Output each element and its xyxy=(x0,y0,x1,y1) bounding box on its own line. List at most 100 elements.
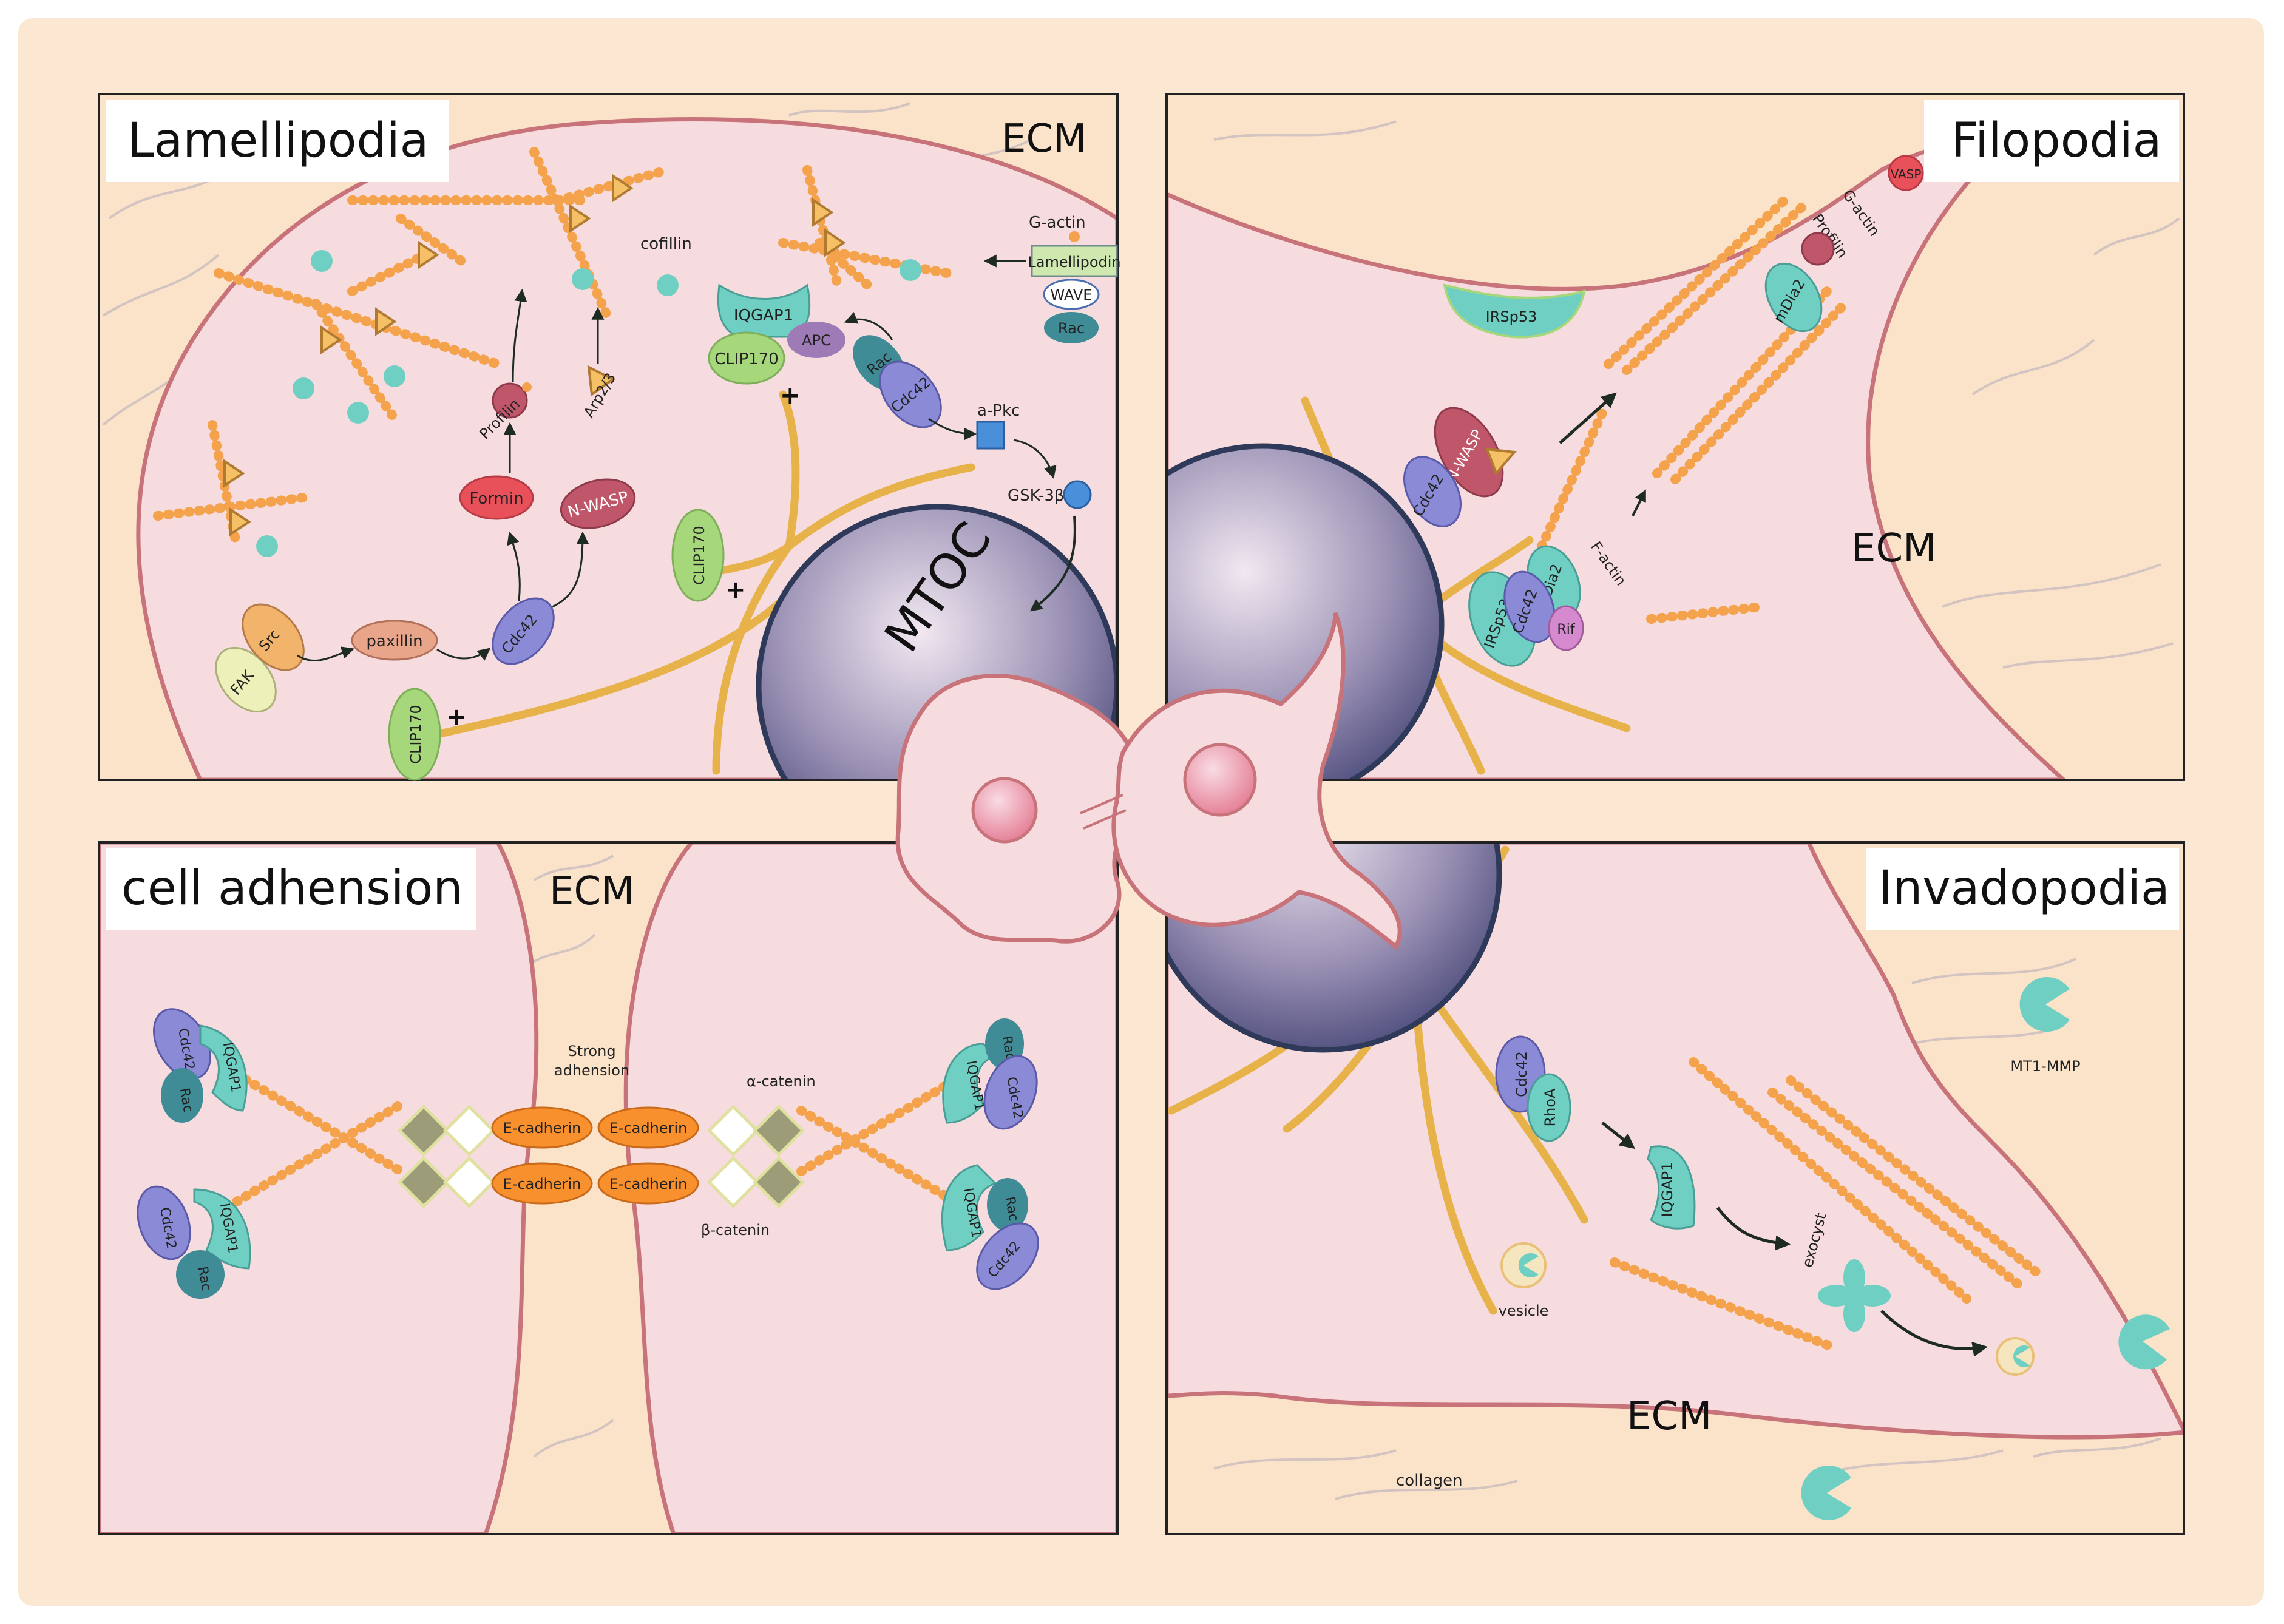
e-cadherin-3-label: E-cadherin xyxy=(503,1176,581,1193)
arrow-cdc42-to-apkc xyxy=(928,418,977,441)
gsk3b-label: GSK-3β xyxy=(1008,487,1065,505)
arrow-rac-to-apc xyxy=(844,312,893,340)
arrow-iqgap1-to-exocyst xyxy=(1716,1206,1791,1251)
src-protein xyxy=(242,603,305,671)
center-migrating-cells xyxy=(895,612,1402,950)
fak-protein xyxy=(215,646,277,713)
vasp-protein xyxy=(1888,155,1924,191)
mt1-mmp-secreted-1 xyxy=(2118,1314,2170,1370)
parallel-actin-bundles xyxy=(1537,195,1850,624)
profilin-g-actin xyxy=(522,382,532,392)
cofilin-dots xyxy=(256,250,921,557)
arrow-exocyst-to-membrane xyxy=(1880,1310,1988,1357)
cdc42-b-protein xyxy=(1503,570,1556,643)
vasp-label: VASP xyxy=(1891,167,1922,181)
adherens-junction: E-cadherin E-cadherin E-cadherin E-cadhe… xyxy=(397,1104,805,1209)
filopodia-title: Filopodia xyxy=(1951,113,2161,168)
rhoa-protein xyxy=(1527,1073,1571,1142)
filopodia-title-box xyxy=(1924,100,2179,182)
alpha-catenin-left-bot xyxy=(397,1155,450,1209)
cdc42-a-protein xyxy=(1403,456,1462,527)
clip170-top-label: CLIP170 xyxy=(714,350,779,368)
plus-end-left: + xyxy=(725,576,746,604)
profilin-filopodia xyxy=(1801,232,1835,266)
ecm-label-lamellipodia: ECM xyxy=(1001,117,1086,161)
formin-label: Formin xyxy=(469,490,523,508)
lamellipodia-panel: Lamellipodia ECM xyxy=(98,93,1121,781)
ecm-label-filopodia: ECM xyxy=(1851,526,1936,571)
irsp53-top-protein xyxy=(1443,283,1586,339)
alpha-catenin-right-bot xyxy=(752,1155,805,1209)
arrow-gsk3b-to-mtoc xyxy=(1029,515,1076,612)
plus-end-bottom: + xyxy=(446,703,467,731)
wave-protein xyxy=(1043,279,1100,310)
rac-top-protein xyxy=(1044,312,1099,343)
clip170-left-label: CLIP170 xyxy=(691,526,708,585)
arrow-paxillin-to-cdc42 xyxy=(436,648,491,661)
ecm-label-invadopodia: ECM xyxy=(1627,1394,1712,1439)
e-cadherin-2 xyxy=(597,1106,699,1149)
apc-label: APC xyxy=(802,332,831,349)
beta-catenin-right-top xyxy=(707,1104,760,1157)
arp23-triangles xyxy=(223,174,846,536)
iqgap1-label: IQGAP1 xyxy=(734,306,793,325)
iqgap1-invado-label: IQGAP1 xyxy=(1659,1162,1676,1217)
cortical-actin xyxy=(232,1069,970,1213)
alpha-catenin-label: α-catenin xyxy=(747,1073,816,1090)
clip170-bottom-label: CLIP170 xyxy=(407,705,424,764)
iqgap1-complex-left-top: Cdc42 IQGAP1 Rac xyxy=(153,1008,248,1123)
mt1-mmp-label: MT1-MMP xyxy=(2010,1058,2080,1075)
iqgap1-protein xyxy=(717,283,811,338)
arp23-free xyxy=(587,365,615,397)
beta-catenin-right-bot xyxy=(707,1155,760,1209)
rac-top-label: Rac xyxy=(1058,320,1085,337)
arrow-apkc-to-gsk3b xyxy=(1013,439,1057,479)
ecm-fibers xyxy=(1213,120,2180,669)
center-cell-left-nucleus xyxy=(971,777,1038,844)
arrow-rhoa-to-iqgap1 xyxy=(1601,1122,1635,1149)
right-cell xyxy=(623,842,1117,1534)
cdc42-invado-label: Cdc42 xyxy=(1513,1051,1530,1097)
contact-marks xyxy=(1080,794,1127,830)
adhension-label: adhension xyxy=(554,1062,629,1079)
lamellipodia-title: Lamellipodia xyxy=(127,113,429,168)
exocyst-complex xyxy=(1818,1259,1891,1332)
paxillin-protein xyxy=(351,620,438,661)
arrow-src-to-paxillin xyxy=(297,646,354,661)
center-cell-right xyxy=(1111,612,1402,950)
beta-catenin-left-top xyxy=(442,1104,496,1157)
cell-adhesion-panel: cell adhension ECM Strong adhension α-ca… xyxy=(98,841,1119,1535)
vesicle-label: vesicle xyxy=(1499,1302,1549,1319)
lamellipodin-label: Lamellipodin xyxy=(1028,254,1120,271)
clip170-top-protein xyxy=(708,331,785,385)
e-cadherin-1-label: E-cadherin xyxy=(503,1120,581,1137)
iqgap1-complex-right-bot: IQGAP1 Rac Cdc42 xyxy=(941,1164,1039,1290)
arrow-to-filopodium-tip xyxy=(1559,392,1617,444)
apkc-kinase xyxy=(976,421,1005,450)
mt1-mmp-secreted-2 xyxy=(1801,1466,1851,1521)
g-actin-label: G-actin xyxy=(1029,214,1086,232)
rhoa-label: RhoA xyxy=(1542,1088,1559,1127)
nwasp-filopodia xyxy=(1434,407,1504,498)
arrow-cdc42-to-nwasp xyxy=(552,531,589,608)
strong-label: Strong xyxy=(568,1043,615,1060)
lamellipodia-title-box xyxy=(106,100,449,182)
beta-catenin-left-bot xyxy=(442,1155,496,1209)
secretory-vesicle-tip xyxy=(1996,1337,2035,1376)
irsp53-top-label: IRSp53 xyxy=(1486,308,1537,325)
clip170-bottom-protein xyxy=(388,688,441,781)
ecm-label-adhesion: ECM xyxy=(549,869,634,914)
paxillin-label: paxillin xyxy=(366,632,422,651)
plus-end-top: + xyxy=(780,382,801,410)
e-cadherin-4-label: E-cadherin xyxy=(609,1176,688,1193)
mt1-mmp-icon xyxy=(2019,977,2070,1032)
adhesion-title: cell adhension xyxy=(121,861,463,916)
e-cadherin-2-label: E-cadherin xyxy=(609,1120,688,1137)
clip170-left-protein xyxy=(671,509,725,602)
arp23-filopodia xyxy=(1485,447,1517,476)
e-cadherin-4 xyxy=(597,1162,699,1205)
formin-protein xyxy=(459,475,534,520)
arrow-factin-to-bundle xyxy=(1632,489,1646,516)
